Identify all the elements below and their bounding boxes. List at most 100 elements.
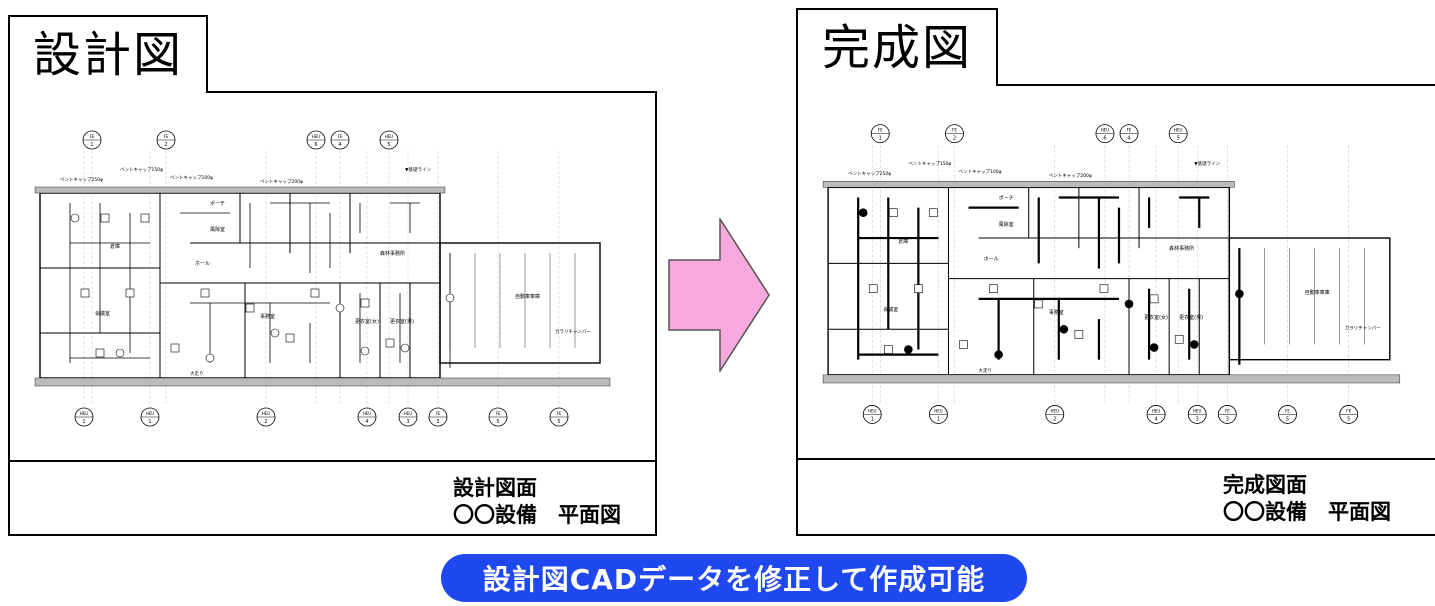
fan-unit-icon: [115, 348, 125, 358]
grid-bubble-top: FE4: [330, 130, 350, 150]
completion-drawing-tab-label: 完成図: [796, 8, 998, 86]
room-label: 自動車車庫: [1305, 289, 1330, 296]
svg-text:HEU: HEU: [312, 134, 321, 139]
room-label: 風除室: [210, 226, 225, 233]
svg-text:1: 1: [879, 136, 882, 142]
svg-text:4: 4: [1127, 136, 1130, 142]
svg-text:HEU: HEU: [404, 411, 413, 416]
svg-text:HEU: HEU: [1193, 408, 1202, 413]
room-label: 事務室: [1049, 309, 1064, 316]
grid-bubble-bottom: FE5: [549, 407, 569, 427]
fan-unit-icon: [904, 345, 913, 354]
svg-text:FE: FE: [90, 134, 95, 139]
air-diffuser-icon: [1099, 284, 1109, 294]
air-diffuser-icon: [989, 284, 998, 294]
caption-text: 設計図CADデータを修正して作成可能: [482, 563, 986, 596]
plan-note: ベントキャップ250φ: [848, 171, 891, 177]
svg-text:3: 3: [406, 419, 409, 425]
grid-bubble-bottom: HEU 1: [929, 405, 948, 424]
fan-unit-icon: [1235, 289, 1244, 299]
grid-bubble-top: FE 1: [870, 124, 890, 144]
svg-text:1: 1: [148, 419, 151, 425]
svg-text:1: 1: [937, 416, 940, 422]
plan-note: ▼基礎ライン: [1194, 160, 1220, 167]
grid-bubble-top: FE2: [156, 130, 176, 150]
design-drawing-tab-label: 設計図: [8, 15, 208, 93]
garage-outline: [439, 242, 601, 364]
air-diffuser-icon: [888, 208, 898, 218]
svg-text:2: 2: [164, 142, 167, 148]
svg-text:5: 5: [496, 419, 499, 425]
air-diffuser-icon: [95, 348, 105, 358]
design-title-text: 設計図面 〇〇設備 平面図: [453, 475, 621, 529]
svg-text:FE: FE: [338, 134, 343, 139]
room-label: 更衣室(男): [390, 318, 414, 325]
fan-unit-icon: [270, 328, 280, 338]
plan-note: ▼基礎ライン: [405, 166, 431, 173]
svg-text:HEU: HEU: [1051, 408, 1060, 413]
svg-text:HEU: HEU: [146, 411, 155, 416]
plan-note: ベントキャップ200φ: [260, 179, 303, 185]
air-diffuser-icon: [100, 213, 110, 223]
grid-bubble-bottom: HEU 2: [256, 407, 276, 427]
fan-unit-icon: [994, 350, 1003, 359]
grid-bubble-bottom: FE5: [1339, 405, 1359, 424]
air-diffuser-icon: [385, 338, 395, 348]
air-diffuser-icon: [200, 288, 210, 298]
wall-hatch-top: [822, 181, 1235, 188]
room-label: 風除室: [999, 221, 1014, 228]
room-label: 会議室: [883, 306, 898, 313]
design-drawing-heading: 設計図: [32, 27, 183, 83]
fan-unit-icon: [205, 353, 215, 363]
fan-unit-icon: [360, 346, 370, 356]
svg-text:6: 6: [1103, 136, 1106, 142]
plan-note: ガラリチャンバー: [555, 328, 591, 335]
svg-text:2: 2: [264, 419, 267, 425]
plan-note: 大走り: [190, 370, 204, 377]
fan-unit-icon: [1189, 340, 1199, 349]
air-diffuser-icon: [360, 298, 370, 308]
svg-text:5: 5: [387, 142, 390, 148]
svg-text:HEU: HEU: [1152, 408, 1161, 413]
completion-floor-plan-svg: FE1FE2HEU6FE4HEU5HEU1HEU1HEU2HEU4HEU3FE3…: [822, 124, 1401, 424]
svg-text:1: 1: [871, 416, 874, 422]
grid-bubble-bottom: FE5: [1278, 405, 1297, 424]
svg-text:FE: FE: [436, 411, 441, 416]
room-label: 更衣室(女): [355, 318, 379, 325]
design-title-line1: 設計図面: [453, 476, 537, 500]
room-label: 更衣室(女): [1144, 314, 1168, 321]
grid-bubble-bottom: FE5: [488, 407, 508, 427]
svg-text:5: 5: [557, 419, 560, 425]
design-title-block: 設計図面 〇〇設備 平面図: [10, 460, 655, 534]
svg-text:FE: FE: [1285, 408, 1290, 413]
room-label: ホール: [195, 261, 210, 267]
garage-outline: [1228, 237, 1391, 361]
room-label: 倉庫: [110, 243, 120, 250]
svg-text:5: 5: [1347, 416, 1350, 422]
grid-bubble-bottom: HEU 3: [398, 407, 418, 427]
air-diffuser-icon: [929, 208, 938, 218]
plan-note: ベントキャップ200φ: [1049, 173, 1092, 179]
room-label: 自動車車庫: [515, 293, 540, 300]
completion-title-text: 完成図面 〇〇設備 平面図: [1223, 472, 1391, 526]
grid-bubble-top: FE 1: [82, 130, 102, 150]
air-diffuser-icon: [1074, 330, 1084, 339]
svg-text:FE: FE: [878, 128, 883, 133]
air-diffuser-icon: [914, 284, 923, 294]
svg-text:HEU: HEU: [934, 408, 943, 413]
air-diffuser-icon: [245, 303, 255, 313]
air-diffuser-icon: [959, 340, 968, 349]
fan-unit-icon: [70, 213, 80, 223]
air-diffuser-icon: [140, 213, 150, 223]
svg-text:HEU: HEU: [262, 411, 271, 416]
room-label: 森林事務所: [1169, 245, 1194, 252]
svg-text:HEU: HEU: [1101, 128, 1110, 133]
svg-text:1: 1: [90, 142, 93, 148]
svg-text:3: 3: [436, 419, 439, 425]
svg-text:6: 6: [314, 142, 317, 148]
plan-note: 大走り: [979, 367, 993, 374]
room-label: ホール: [984, 256, 999, 262]
